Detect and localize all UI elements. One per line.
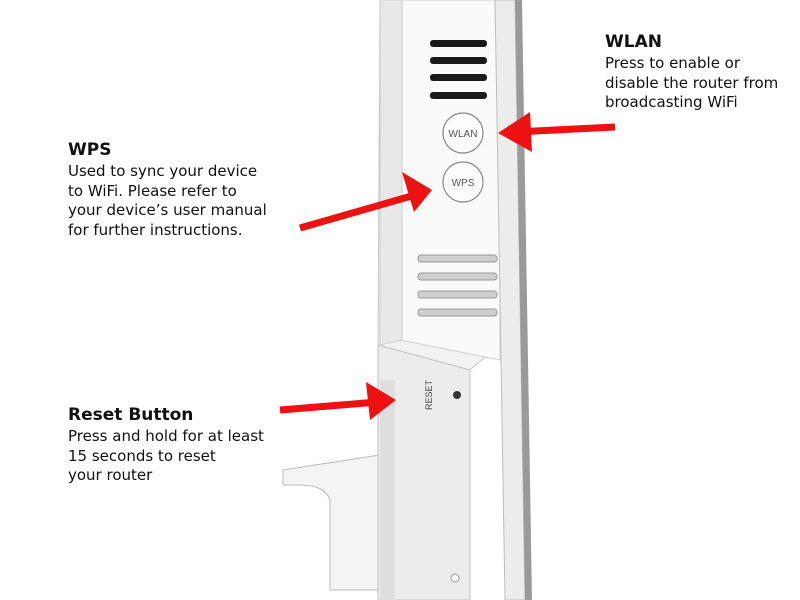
middle-vents [417,254,498,317]
wps-arrow [299,172,432,232]
top-vents [430,40,487,99]
wlan-desc-line: broadcasting WiFi [605,93,738,111]
wlan-button-label: WLAN [449,129,478,140]
mount-hole [450,573,460,583]
wps-desc-line: to WiFi. Please refer to [68,181,237,200]
reset-desc-line: Press and hold for at least [68,427,264,445]
wps-desc-line: your device’s user manual [68,201,267,219]
wlan-callout: WLAN Press to enable or disable the rout… [605,32,800,113]
wlan-desc-line: Press to enable or [605,54,741,72]
wps-desc-line: for further instructions. [68,220,243,239]
wps-desc-line: Used to sync your device [68,162,258,180]
wlan-arrow [498,112,616,152]
reset-label: RESET [424,379,434,410]
reset-pinhole[interactable] [453,391,461,399]
reset-desc-line: your router [68,466,153,484]
wps-button[interactable]: WPS [442,161,484,203]
wlan-desc-line: disable the router from [605,73,779,92]
wlan-button[interactable]: WLAN [442,112,484,154]
reset-title: Reset Button [68,405,194,425]
wlan-title: WLAN [605,32,662,52]
wps-callout: WPS Used to sync your device to WiFi. Pl… [68,140,298,240]
reset-callout: Reset Button Press and hold for at least… [68,405,298,486]
router-stand [282,454,381,591]
reset-arrow [279,382,396,420]
wps-button-label: WPS [452,178,475,189]
wps-title: WPS [68,140,112,160]
reset-desc-line: 15 seconds to reset [68,446,216,465]
